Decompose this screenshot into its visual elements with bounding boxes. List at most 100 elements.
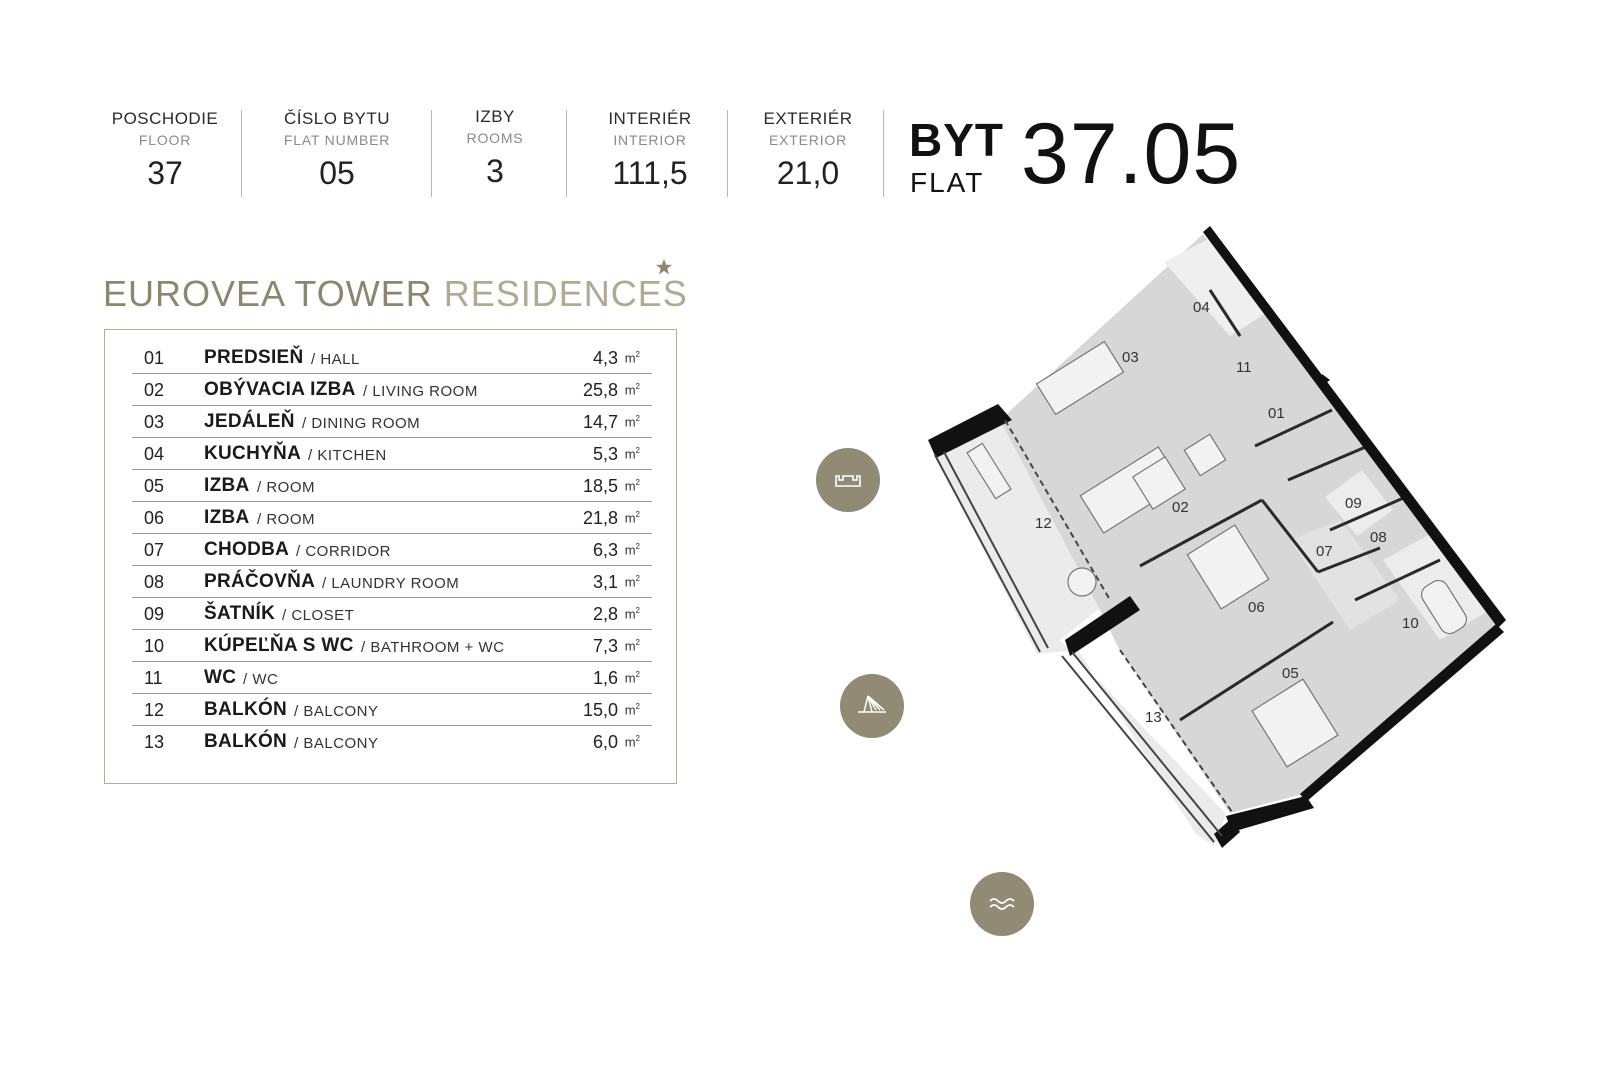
plan-glazing [1004, 419, 1111, 601]
room-name-sk: OBÝVACIA IZBA [204, 379, 356, 400]
stat-value: 111,5 [612, 155, 688, 191]
brand-part-1: EUROVEA TOWER [103, 273, 433, 314]
plan-wall [1260, 499, 1320, 573]
stat-rooms: IZBY ROOMS 3 [450, 106, 540, 196]
unit-exponent: 2 [635, 414, 640, 423]
room-name-en: / ROOM [257, 511, 315, 528]
room-name-sk: WC [204, 667, 237, 688]
room-name-sk: IZBA [204, 507, 250, 528]
unit-base: m [624, 350, 636, 366]
room-name-sk: KÚPEĽŇA S WC [204, 635, 354, 656]
room-number: 06 [144, 508, 165, 528]
plan-label: 07 [1316, 543, 1333, 560]
unit-exponent: 2 [635, 734, 640, 743]
unit-exponent: 2 [635, 382, 640, 391]
room-area-unit: m2 [625, 382, 640, 397]
room-number: 13 [144, 732, 165, 752]
room-name-en: / BATHROOM + WC [361, 639, 505, 656]
room-name-sk: ŠATNÍK [204, 603, 276, 624]
room-name-sk: PRÁČOVŇA [204, 571, 316, 592]
plan-balcony-area [933, 419, 1226, 846]
plan-wall [1254, 408, 1333, 448]
plan-label: 03 [1122, 349, 1139, 366]
room-area: 15,0 [582, 700, 618, 720]
stat-value: 05 [319, 155, 355, 191]
room-name-en: / WC [243, 671, 279, 688]
plan-armchair [1183, 433, 1227, 477]
flat-title-byt: BYT [909, 114, 1004, 166]
stat-sublabel: FLAT NUMBER [283, 132, 391, 148]
plan-kitchen [1164, 236, 1268, 336]
divider [727, 110, 728, 197]
plan-coffee-table [1131, 455, 1187, 511]
room-area-unit: m2 [625, 446, 640, 461]
stat-label: ČÍSLO BYTU [283, 109, 391, 128]
plan-outer-wall [1226, 796, 1314, 832]
plan-outer-wall [1300, 624, 1504, 802]
unit-exponent: 2 [635, 702, 640, 711]
brand-part-2: RESIDENCES [443, 273, 688, 314]
room-area: 14,7 [582, 412, 618, 432]
room-name-sk: BALKÓN [204, 731, 288, 752]
room-name-sk: PREDSIEŇ [204, 347, 304, 368]
unit-exponent: 2 [635, 606, 640, 615]
room-area: 3,1 [592, 572, 618, 592]
unit-base: m [624, 542, 636, 558]
plan-label: 11 [1236, 359, 1252, 376]
stat-label: IZBY [475, 107, 515, 126]
floor-plan: 01 02 03 04 05 06 07 08 09 10 11 12 13 [928, 226, 1506, 848]
room-number: 04 [144, 444, 165, 464]
plan-wall [1354, 558, 1441, 602]
room-number: 08 [144, 572, 165, 592]
unit-exponent: 2 [635, 350, 640, 359]
stat-exterior: EXTERIÉR EXTERIOR 21,0 [748, 108, 868, 198]
flat-title-flat: FLAT [910, 167, 985, 198]
stat-label: EXTERIÉR [763, 109, 853, 128]
unit-exponent: 2 [635, 574, 640, 583]
flat-title: BYT FLAT 37.05 [909, 110, 1269, 202]
unit-exponent: 2 [635, 670, 640, 679]
stat-label: INTERIÉR [608, 109, 692, 128]
plan-railing [1071, 651, 1223, 837]
plan-outer-wall [1065, 596, 1140, 656]
room-name-en: / HALL [311, 351, 360, 368]
room-name-en: / CORRIDOR [296, 543, 391, 560]
room-area: 6,0 [592, 732, 618, 752]
unit-base: m [624, 414, 636, 430]
plan-label: 04 [1193, 299, 1210, 316]
plan-outer-wall [1203, 226, 1506, 628]
room-name-sk: KUCHYŇA [204, 443, 302, 464]
plan-label: 06 [1248, 599, 1265, 616]
stat-sublabel: FLOOR [138, 132, 192, 148]
room-number: 07 [144, 540, 165, 560]
stat-interior: INTERIÉR INTERIOR 111,5 [590, 108, 710, 198]
plan-bathtub [1420, 579, 1468, 635]
room-name-en: / DINING ROOM [302, 415, 421, 432]
room-area: 1,6 [592, 668, 618, 688]
stat-value: 3 [486, 153, 504, 189]
room-number: 05 [144, 476, 165, 496]
unit-base: m [624, 734, 636, 750]
divider [241, 110, 242, 197]
room-number: 10 [144, 636, 165, 656]
unit-exponent: 2 [635, 510, 640, 519]
unit-base: m [624, 478, 636, 494]
unit-exponent: 2 [635, 446, 640, 455]
room-area: 5,3 [592, 444, 618, 464]
unit-base: m [624, 446, 636, 462]
stat-sublabel: ROOMS [466, 130, 524, 146]
stat-label: POSCHODIE [111, 109, 219, 128]
stat-floor: POSCHODIE FLOOR 37 [100, 108, 230, 198]
room-area-unit: m2 [625, 734, 640, 749]
room-number: 11 [144, 668, 163, 688]
room-area: 2,8 [592, 604, 618, 624]
room-area: 21,8 [582, 508, 618, 528]
room-name-en: / BALCONY [294, 735, 379, 752]
room-name-sk: CHODBA [204, 539, 290, 560]
room-area-unit: m2 [625, 606, 640, 621]
room-area-unit: m2 [625, 478, 640, 493]
